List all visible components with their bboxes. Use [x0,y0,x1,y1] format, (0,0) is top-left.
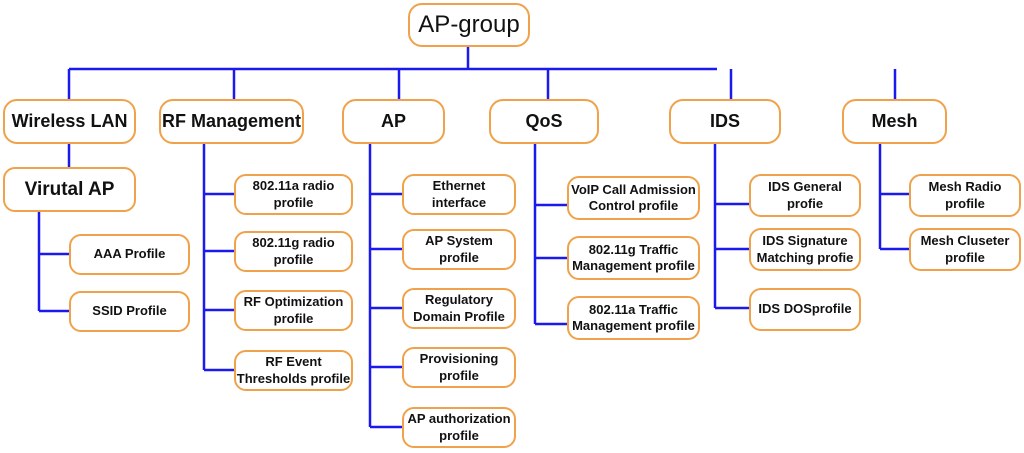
node-ap[interactable]: AP [342,99,445,144]
node-ids-dos-profile[interactable]: IDS DOSprofile [749,288,861,331]
node-ap-group[interactable]: AP-group [408,3,530,47]
node-80211a-radio-profile[interactable]: 802.11a radio profile [234,174,353,215]
node-ethernet-interface[interactable]: Ethernet interface [402,174,516,215]
node-ap-system-profile[interactable]: AP System profile [402,229,516,270]
node-80211g-radio-profile[interactable]: 802.11g radio profile [234,231,353,272]
node-rf-optimization-profile[interactable]: RF Optimization profile [234,290,353,331]
node-ap-authorization-profile[interactable]: AP authorization profile [402,407,516,448]
node-ids-signature-matching-profile[interactable]: IDS Signature Matching profie [749,228,861,271]
node-mesh-radio-profile[interactable]: Mesh Radio profile [909,174,1021,217]
node-voip-call-admission-control-profile[interactable]: VoIP Call Admission Control profile [567,176,700,220]
node-provisioning-profile[interactable]: Provisioning profile [402,347,516,388]
node-mesh-cluster-profile[interactable]: Mesh Cluseter profile [909,228,1021,271]
node-ssid-profile[interactable]: SSID Profile [69,291,190,332]
node-qos[interactable]: QoS [489,99,599,144]
node-regulatory-domain-profile[interactable]: Regulatory Domain Profile [402,288,516,329]
node-rf-event-thresholds-profile[interactable]: RF Event Thresholds profile [234,350,353,391]
node-rf-management[interactable]: RF Management [159,99,304,144]
node-wireless-lan[interactable]: Wireless LAN [3,99,136,144]
node-virtual-ap[interactable]: Virutal AP [3,167,136,212]
node-80211g-traffic-management-profile[interactable]: 802.11g Traffic Management profile [567,236,700,280]
node-80211a-traffic-management-profile[interactable]: 802.11a Traffic Management profile [567,296,700,340]
node-aaa-profile[interactable]: AAA Profile [69,234,190,275]
node-ids[interactable]: IDS [669,99,781,144]
node-ids-general-profile[interactable]: IDS General profie [749,174,861,217]
node-mesh[interactable]: Mesh [842,99,947,144]
